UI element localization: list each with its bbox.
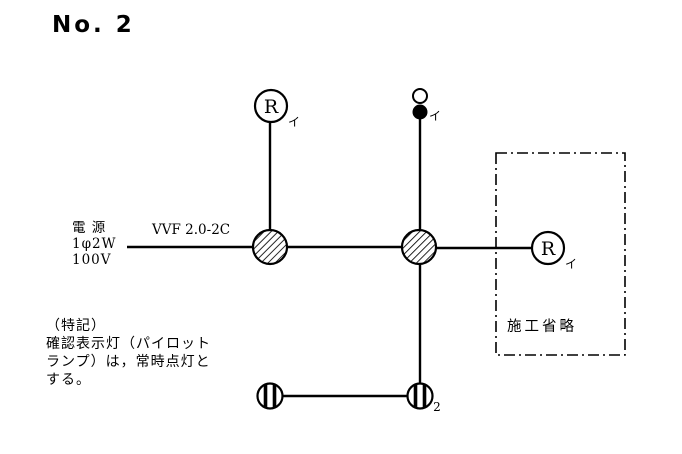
lamp-receptacle-top-circuit-label: イ [288, 115, 300, 129]
lamp-receptacle-top-icon: R イ [253, 88, 300, 129]
power-source-voltage: 100V [72, 252, 112, 268]
junction-box-left-icon [251, 228, 289, 266]
cable-label: VVF 2.0-2C [152, 222, 231, 238]
pilot-lamp-icon [412, 88, 428, 104]
omission-boundary-box [495, 152, 626, 356]
switch-circuit-label: イ [429, 109, 441, 123]
power-source-name: 電 源 [72, 220, 107, 236]
page-title: No. 2 [52, 12, 135, 38]
note-line-2: 確認表示灯（パイロット [46, 336, 211, 352]
note-line-4: する。 [46, 372, 91, 388]
note-heading: （特記） [46, 318, 106, 334]
note-line-3: ランプ）は，常時点灯と [46, 354, 211, 370]
lamp-receptacle-right-icon: R イ [530, 230, 577, 271]
outlet-count-label: 2 [433, 400, 441, 414]
junction-box-right-icon [400, 228, 438, 266]
outlet-left-icon [256, 382, 284, 410]
wires [127, 119, 532, 398]
outlet-right-icon: 2 [406, 382, 441, 414]
switch-icon: イ [412, 104, 441, 123]
lamp-receptacle-top-letter: R [264, 96, 279, 118]
power-source-phase: 1φ2W [72, 236, 117, 252]
lamp-receptacle-right-circuit-label: イ [565, 257, 577, 271]
omission-label: 施工省略 [507, 319, 577, 335]
lamp-receptacle-right-letter: R [541, 238, 556, 260]
